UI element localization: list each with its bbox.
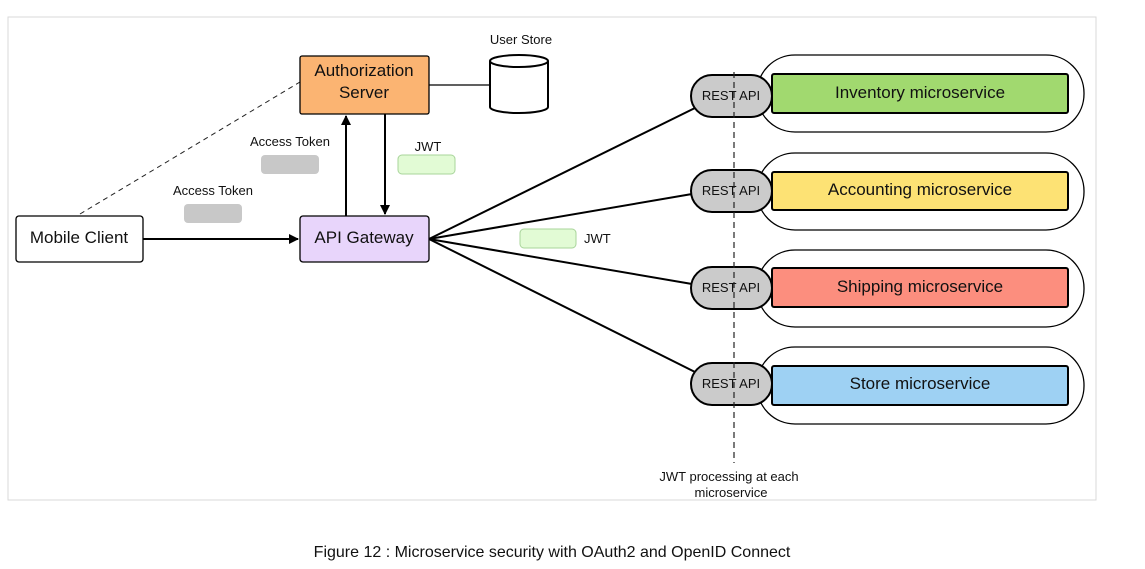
rest-api-label-store: REST API	[702, 376, 760, 391]
gateway-to-shipping-line	[428, 238, 693, 285]
user-store-cylinder-icon	[489, 54, 549, 114]
authorization-server-label-line2: Server	[339, 83, 389, 102]
store-microservice-label: Store microservice	[850, 374, 991, 393]
rest-api-pill-inventory	[690, 74, 773, 118]
access-token-upper-chip	[261, 155, 319, 174]
jwt-upper-label: JWT	[415, 139, 442, 154]
rest-api-pill-store	[690, 362, 773, 406]
jwt-middle-chip	[519, 228, 577, 249]
gateway-to-store-line	[428, 238, 698, 374]
api-gateway-box	[299, 215, 430, 263]
trust-dashed-line	[79, 81, 301, 215]
jwt-processing-label-line1: JWT processing at each	[659, 469, 798, 484]
user-store-label: User Store	[490, 32, 552, 47]
rest-api-pill-shipping	[690, 266, 773, 310]
authorization-server-label-line1: Authorization	[314, 61, 413, 80]
access-token-left-chip	[184, 204, 242, 223]
rest-api-label-shipping: REST API	[702, 280, 760, 295]
rest-api-pill-accounting	[690, 169, 773, 213]
mobile-client-label: Mobile Client	[30, 228, 129, 247]
mobile-client-box	[15, 215, 144, 263]
rest-api-label-accounting: REST API	[702, 183, 760, 198]
jwt-middle-label: JWT	[584, 231, 611, 246]
gateway-to-accounting-line	[428, 193, 693, 240]
jwt-upper-chip	[397, 154, 456, 175]
shipping-microservice-label: Shipping microservice	[837, 277, 1003, 296]
rest-api-label-inventory: REST API	[702, 88, 760, 103]
access-token-upper-label: Access Token	[250, 134, 330, 149]
jwt-processing-label-line2: microservice	[695, 485, 768, 500]
inventory-microservice-label: Inventory microservice	[835, 83, 1005, 102]
access-token-left-label: Access Token	[173, 183, 253, 198]
api-gateway-label: API Gateway	[314, 228, 414, 247]
figure-caption: Figure 12 : Microservice security with O…	[314, 544, 791, 561]
gateway-to-inventory-line	[428, 106, 698, 240]
authorization-server-box	[299, 55, 430, 115]
accounting-microservice-label: Accounting microservice	[828, 180, 1012, 199]
